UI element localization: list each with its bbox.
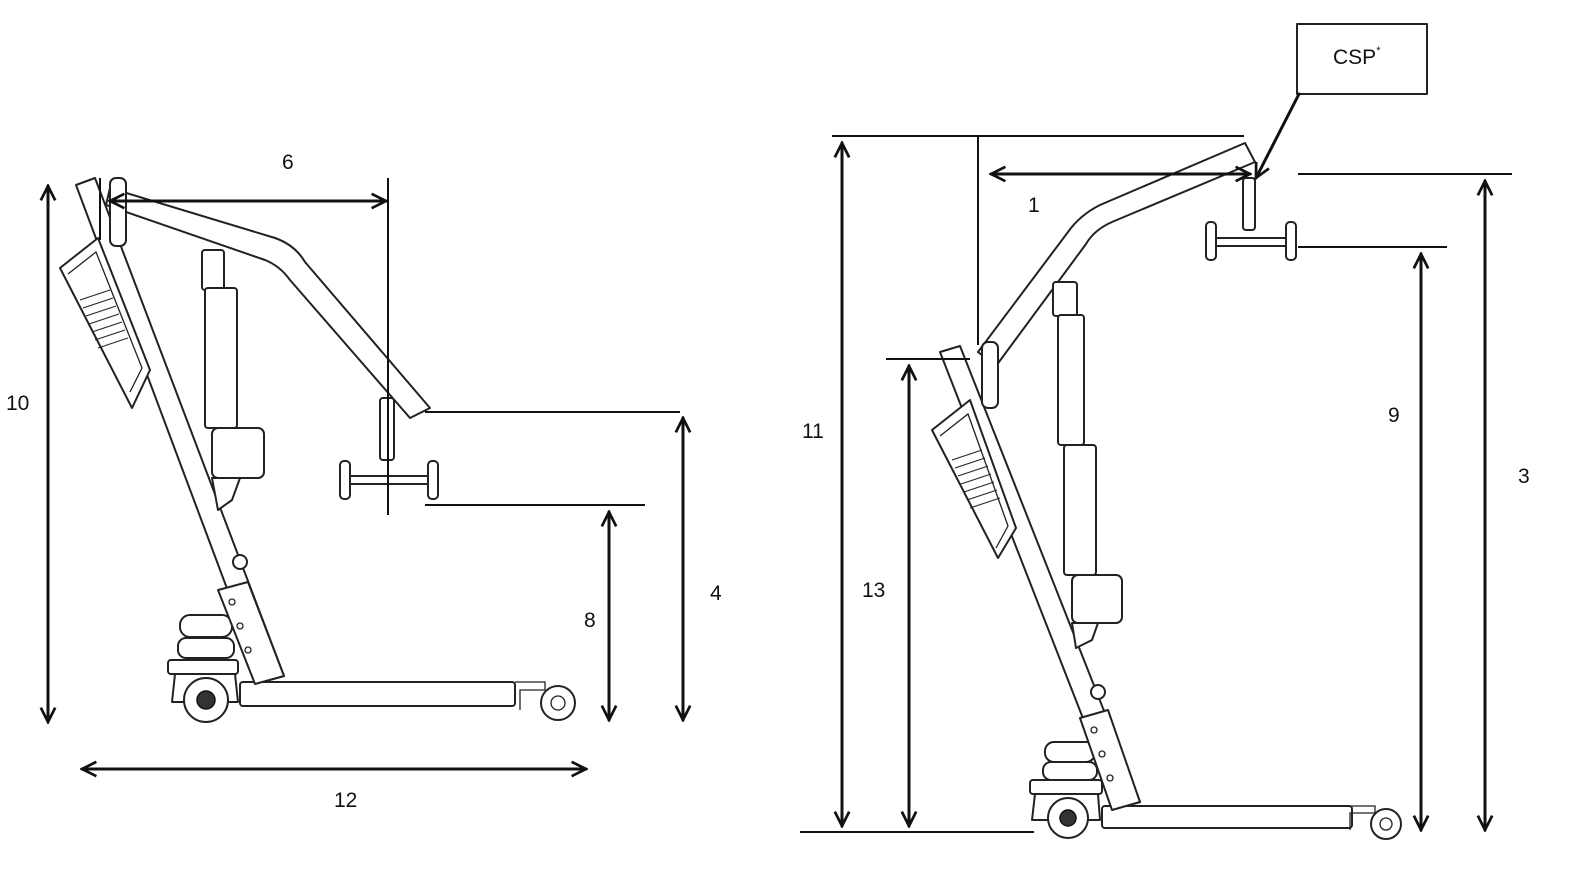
dimension-9-label: 9 [1388, 404, 1400, 427]
right-lift-spreader-bar [1205, 177, 1297, 261]
dimension-3-label: 3 [1518, 465, 1530, 488]
right-dimension-arrows [842, 143, 1485, 830]
dimension-6-label: 6 [282, 151, 294, 174]
right-lift-control-box [931, 399, 1017, 559]
dimension-8-label: 8 [584, 609, 596, 632]
csp-pointer-line [1254, 92, 1301, 178]
dimension-13-label: 13 [862, 579, 885, 602]
right-lift-boom [977, 142, 1256, 409]
right-lift-base [1029, 741, 1402, 840]
csp-label-text: CSP [1333, 46, 1376, 69]
dimension-11-label: 11 [802, 420, 824, 443]
csp-callout: CSP* [1254, 23, 1428, 178]
left-lift-mast [75, 177, 285, 685]
left-lift-actuator [201, 249, 265, 511]
dimension-12-label: 12 [334, 789, 357, 812]
right-lift-actuator [1052, 281, 1123, 649]
left-lift-view: 6 10 4 8 12 [6, 151, 722, 812]
left-lift-control-box [59, 237, 151, 409]
dimension-10-label: 10 [6, 392, 29, 415]
csp-label-superscript: * [1376, 45, 1381, 57]
right-lift-view: CSP* 1 11 13 9 3 [800, 23, 1530, 840]
left-lift-base [167, 614, 576, 723]
dimension-1-label: 1 [1028, 194, 1040, 217]
dimension-4-label: 4 [710, 582, 722, 605]
csp-label: CSP* [1333, 45, 1381, 69]
left-dimension-arrows [48, 186, 683, 769]
